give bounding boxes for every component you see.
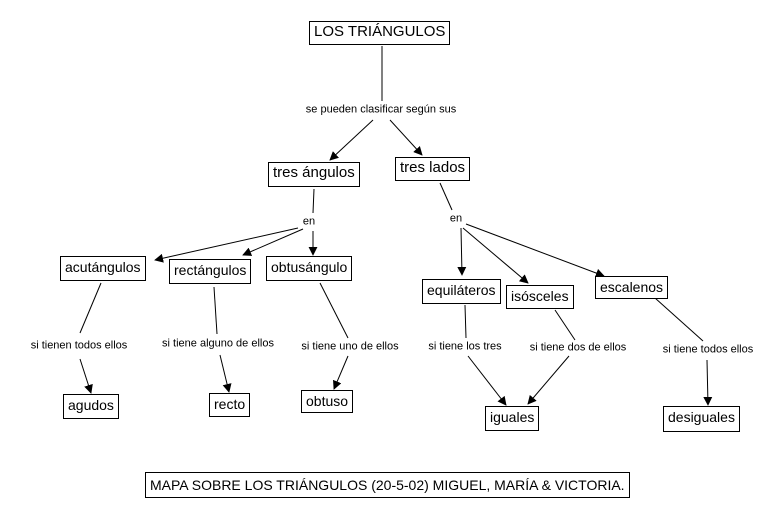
link-phrase-some-right: si tiene alguno de ellos: [161, 337, 275, 351]
link-phrase-classify: se pueden clasificar según sus: [304, 103, 458, 117]
connector-line: [439, 182, 453, 211]
connector-line: [319, 282, 349, 339]
connector-line: [219, 354, 232, 393]
concept-equilateros: equiláteros: [422, 279, 501, 304]
concept-agudos: agudos: [63, 394, 119, 419]
concept-isosceles: isósceles: [506, 285, 574, 309]
link-phrase-en-sides: en: [448, 212, 464, 226]
link-phrase-two-equal: si tiene dos de ellos: [528, 341, 628, 355]
connector-line: [465, 223, 605, 278]
connector-line: [79, 282, 102, 334]
concept-acutangulos: acutángulos: [60, 256, 146, 281]
connector-line: [527, 355, 570, 405]
concept-rectangulos: rectángulos: [169, 259, 252, 284]
link-phrase-en-angles: en: [301, 215, 317, 229]
connector-line: [654, 297, 704, 342]
root-concept: LOS TRIÁNGULOS: [309, 21, 451, 45]
concept-recto: recto: [209, 393, 251, 417]
connector-line: [79, 358, 93, 394]
connector-line: [457, 227, 467, 276]
connector-line: [333, 355, 349, 390]
link-phrase-three-equal: si tiene los tres: [427, 340, 503, 354]
connector-line: [213, 286, 218, 335]
connector-line: [462, 227, 529, 284]
link-phrase-one-obtuse: si tiene uno de ellos: [300, 340, 400, 354]
connector-line: [154, 227, 299, 263]
concept-tres-lados: tres lados: [395, 157, 471, 181]
connector-line: [467, 355, 507, 406]
concept-tres-angulos: tres ángulos: [268, 162, 360, 187]
connector-line: [312, 188, 315, 214]
concept-obtuso: obtuso: [301, 390, 354, 413]
concept-iguales: iguales: [485, 406, 540, 431]
link-phrase-all-acute: si tienen todos ellos: [29, 339, 129, 353]
connector-line: [242, 228, 304, 256]
concept-desiguales: desiguales: [663, 406, 740, 432]
footer-caption: MAPA SOBRE LOS TRIÁNGULOS (20-5-02) MIGU…: [145, 472, 630, 498]
connector-line: [389, 119, 423, 156]
link-phrase-all-unequal: si tiene todos ellos: [661, 343, 755, 357]
connector-line: [703, 359, 713, 406]
connector-line: [464, 304, 467, 339]
connector-line: [329, 119, 374, 161]
connector-line: [554, 309, 576, 341]
concept-obtusangulo: obtusángulo: [266, 256, 353, 281]
concept-escalenos: escalenos: [595, 276, 669, 299]
